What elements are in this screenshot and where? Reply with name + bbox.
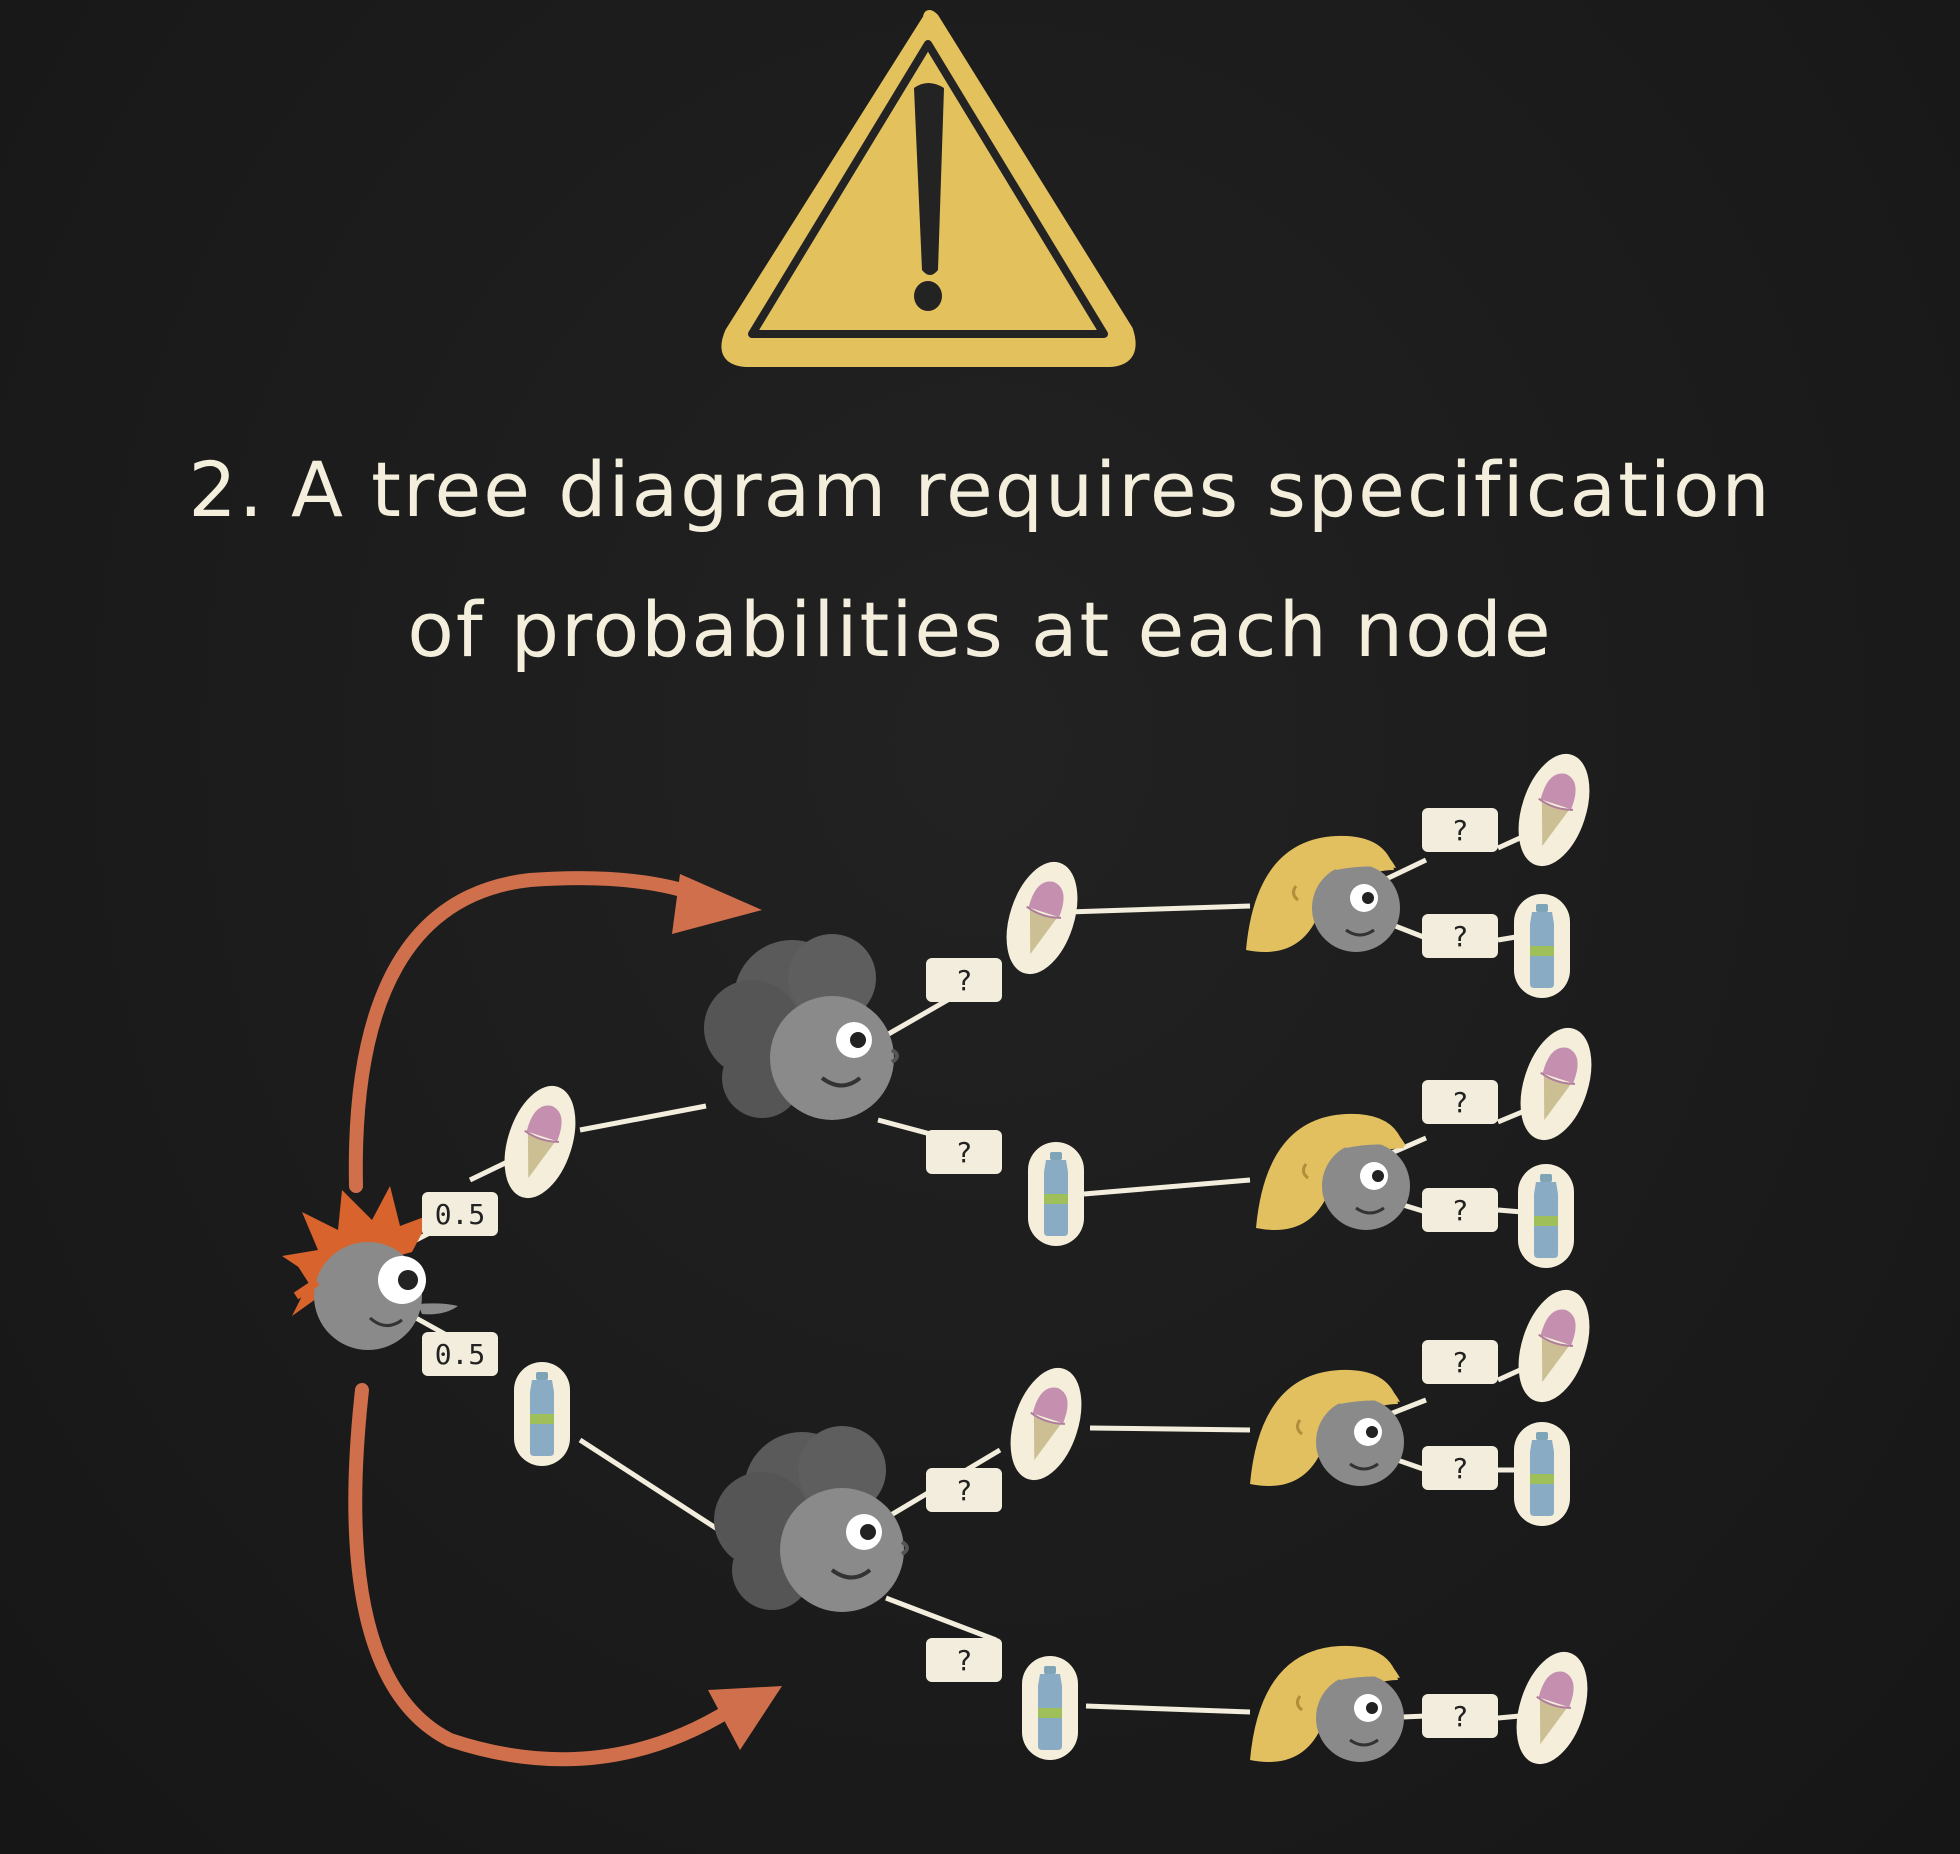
heading-line-1: 2. A tree diagram requires specification	[188, 445, 1772, 534]
probability-label: ?	[1422, 914, 1498, 958]
red-haired-child-icon	[282, 1186, 458, 1350]
probability-label: ?	[1422, 1446, 1498, 1490]
heading: 2. A tree diagram requires specification…	[0, 420, 1960, 700]
ice-cream-cone-icon	[1506, 745, 1602, 875]
ice-cream-cone-icon	[1504, 1643, 1600, 1773]
probability-label: 0.5	[422, 1332, 498, 1376]
probability-label-text: ?	[1452, 1346, 1469, 1379]
probability-label: ?	[1422, 1694, 1498, 1738]
probability-label: ?	[1422, 1188, 1498, 1232]
probability-label-text: ?	[1452, 1700, 1469, 1733]
probability-label-text: ?	[1452, 814, 1469, 847]
probability-label: ?	[926, 1638, 1002, 1682]
water-bottle-icon	[514, 1362, 570, 1466]
probability-label: ?	[1422, 808, 1498, 852]
probability-label: ?	[926, 958, 1002, 1002]
water-bottle-icon	[1518, 1164, 1574, 1268]
blonde-haired-person-icon	[1248, 1368, 1406, 1488]
ice-cream-cone-icon	[1508, 1019, 1604, 1149]
ice-cream-cone-icon	[994, 853, 1090, 983]
curly-grey-haired-person-icon	[712, 1424, 909, 1614]
probability-label: 0.5	[422, 1192, 498, 1236]
blonde-haired-person-icon	[1248, 1644, 1406, 1764]
heading-line-2: of probabilities at each node	[407, 585, 1553, 674]
probability-label-text: ?	[1452, 1452, 1469, 1485]
probability-label-text: ?	[956, 1136, 973, 1169]
probability-label: ?	[926, 1130, 1002, 1174]
blonde-haired-person-icon	[1254, 1112, 1412, 1232]
curly-grey-haired-person-icon	[702, 932, 899, 1122]
probability-label-text: ?	[1452, 1086, 1469, 1119]
probability-label: ?	[1422, 1340, 1498, 1384]
curved-arrow-icon	[348, 1383, 782, 1767]
probability-label: ?	[926, 1468, 1002, 1512]
water-bottle-icon	[1022, 1656, 1078, 1760]
warning-triangle-icon	[721, 10, 1136, 367]
probability-label-text: ?	[956, 964, 973, 997]
water-bottle-icon	[1028, 1142, 1084, 1246]
probability-label-text: ?	[956, 1644, 973, 1677]
probability-label-text: ?	[956, 1474, 973, 1507]
curved-arrow-icon	[348, 871, 762, 1193]
ice-cream-cone-icon	[998, 1359, 1094, 1489]
blonde-haired-person-icon	[1244, 834, 1402, 954]
water-bottle-icon	[1514, 894, 1570, 998]
probability-label-text: 0.5	[435, 1198, 486, 1231]
water-bottle-icon	[1514, 1422, 1570, 1526]
probability-label: ?	[1422, 1080, 1498, 1124]
probability-label-text: ?	[1452, 920, 1469, 953]
probability-label-text: ?	[1452, 1194, 1469, 1227]
probability-label-text: 0.5	[435, 1338, 486, 1371]
ice-cream-cone-icon	[1506, 1281, 1602, 1411]
ice-cream-cone-icon	[492, 1077, 588, 1207]
